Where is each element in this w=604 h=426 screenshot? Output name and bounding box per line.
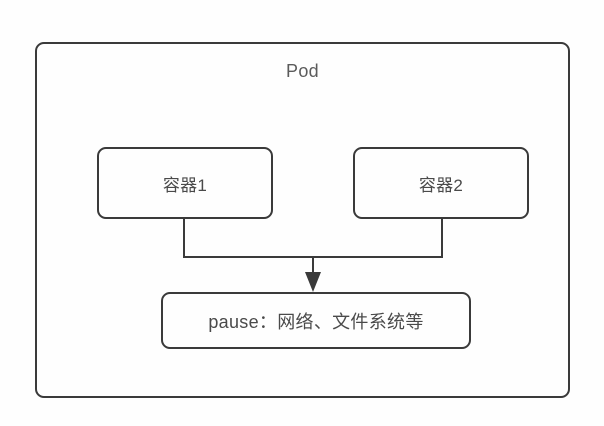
pause-container-box[interactable]: pause：网络、文件系统等 [161, 292, 471, 349]
container-1-box[interactable]: 容器1 [97, 147, 273, 219]
container-2-box[interactable]: 容器2 [353, 147, 529, 219]
container-1-label: 容器1 [162, 175, 208, 195]
container-2-label: 容器2 [418, 175, 464, 195]
pause-container-label: pause：网络、文件系统等 [208, 311, 424, 332]
pod-title-label: Pod [286, 61, 319, 81]
